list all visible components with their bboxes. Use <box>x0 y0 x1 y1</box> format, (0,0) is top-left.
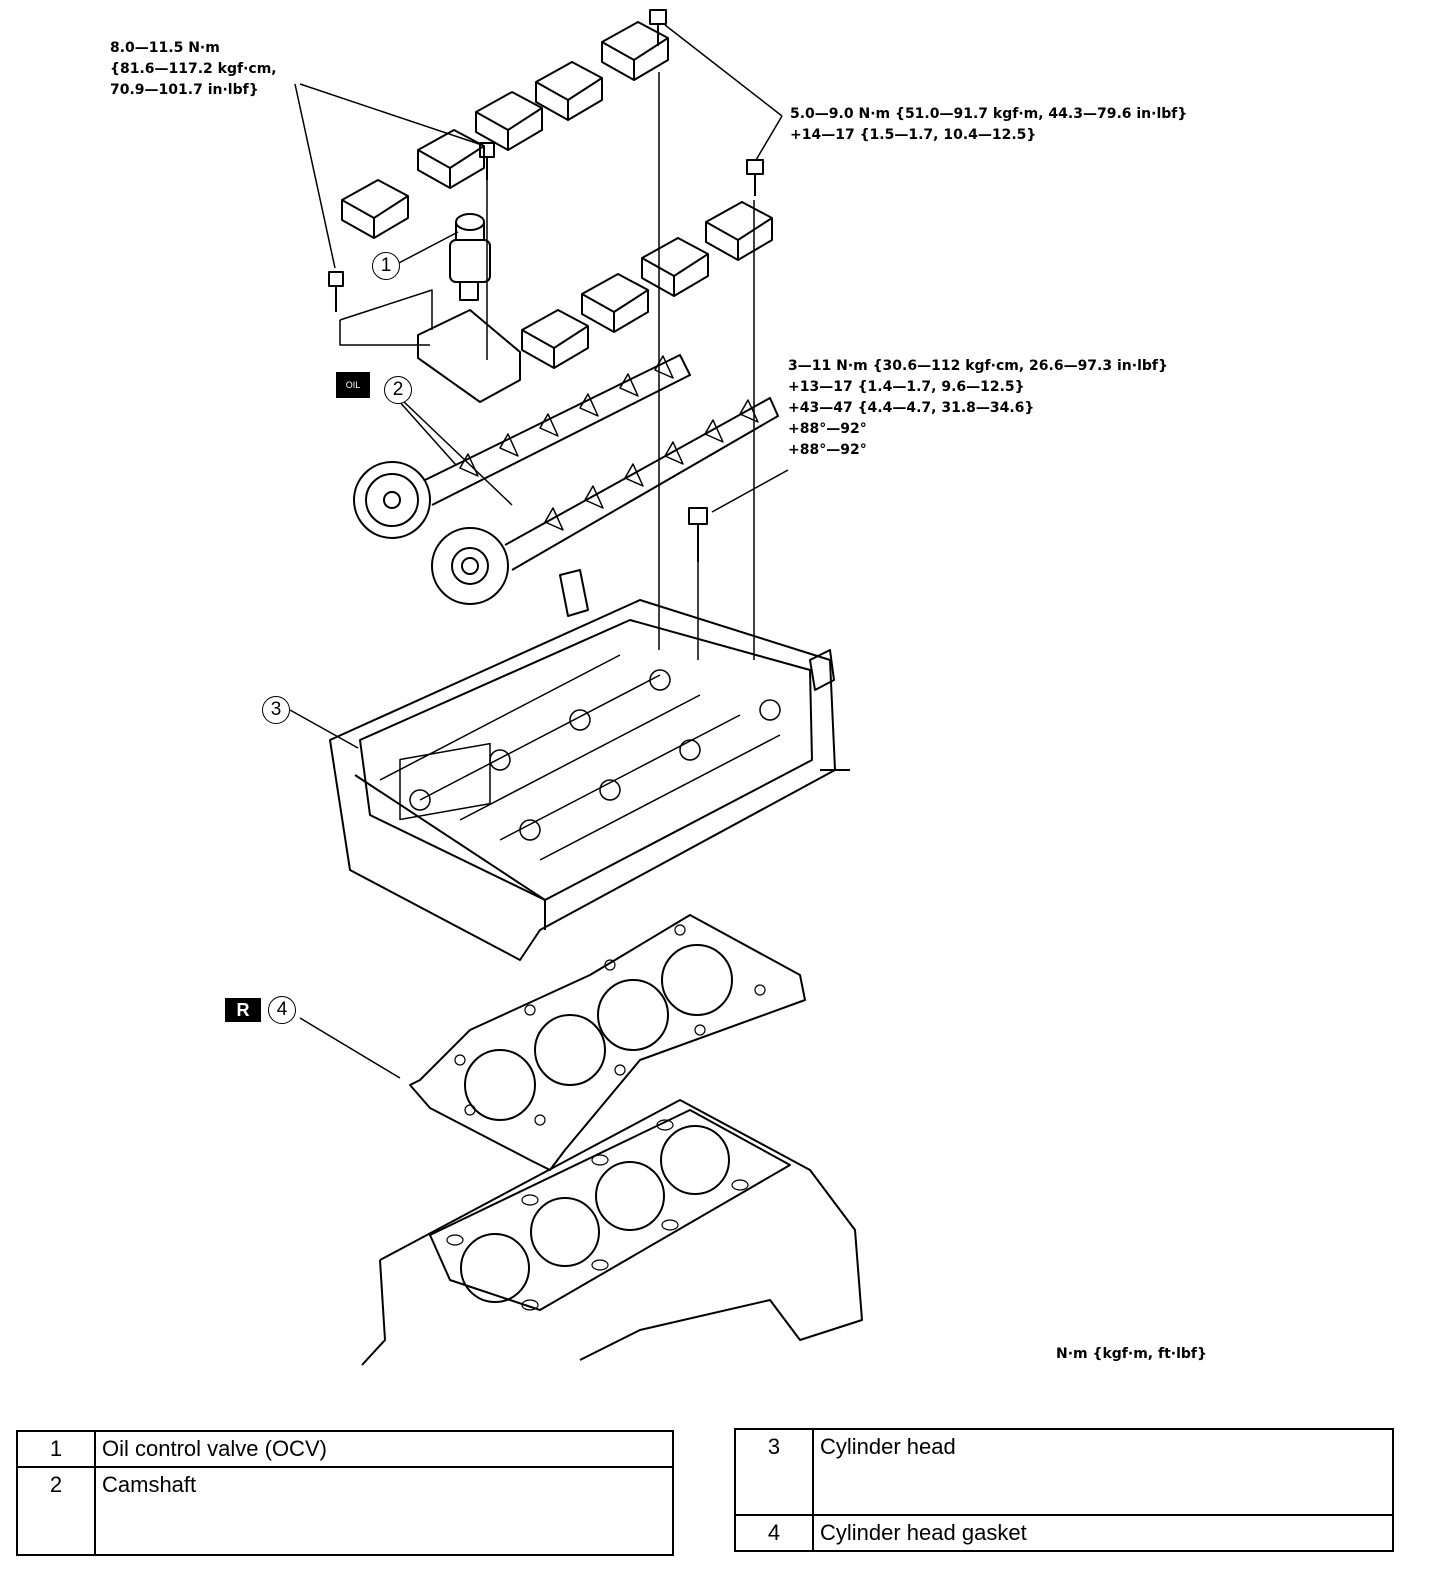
part-name: Camshaft <box>94 1466 674 1556</box>
torque-line: 8.0—11.5 N·m <box>110 40 220 56</box>
torque-line: 3—11 N·m {30.6—112 kgf·cm, 26.6—97.3 in·… <box>788 358 1168 374</box>
cylinder-block-drawing <box>361 1099 863 1366</box>
callout-1: 1 <box>372 252 400 280</box>
torque-spec-ocv-bolt: 8.0—11.5 N·m {81.6—117.2 kgf·cm, 70.9—10… <box>110 38 277 101</box>
cap-bolt-small <box>479 142 495 180</box>
cap-bolt-right <box>746 159 764 196</box>
part-number: 3 <box>734 1428 814 1516</box>
head-bolt <box>688 507 708 562</box>
parts-table-right: 3 Cylinder head 4 Cylinder head gasket <box>734 1428 1394 1552</box>
part-number: 4 <box>734 1514 814 1552</box>
cap-bolt-top <box>649 9 667 46</box>
table-row: 1 Oil control valve (OCV) <box>16 1430 674 1468</box>
torque-line: +14—17 {1.5—1.7, 10.4—12.5} <box>790 127 1037 143</box>
oil-label: OIL <box>345 380 361 390</box>
camshaft-caps <box>341 21 773 403</box>
part-number: 1 <box>16 1430 96 1468</box>
torque-line: +88°—92° <box>788 421 867 437</box>
camshaft-drawings <box>353 354 779 605</box>
cylinder-head-gasket-drawing <box>409 914 806 1171</box>
units-note: N·m {kgf·m, ft·lbf} <box>1056 1346 1207 1362</box>
callout-3: 3 <box>262 696 290 724</box>
oil-can-icon: OIL <box>336 372 370 398</box>
part-name: Cylinder head <box>812 1428 1394 1516</box>
torque-line: +88°—92° <box>788 442 867 458</box>
cylinder-head-drawing <box>329 569 850 961</box>
ocv-bolt <box>328 271 344 312</box>
torque-line: 70.9—101.7 in·lbf} <box>110 82 259 98</box>
torque-spec-cap-bolt: 5.0—9.0 N·m {51.0—91.7 kgf·m, 44.3—79.6 … <box>790 104 1187 146</box>
torque-line: 5.0—9.0 N·m {51.0—91.7 kgf·m, 44.3—79.6 … <box>790 106 1188 122</box>
callout-4: 4 <box>268 996 296 1024</box>
table-row: 2 Camshaft <box>16 1466 674 1556</box>
torque-line: +43—47 {4.4—4.7, 31.8—34.6} <box>788 400 1035 416</box>
part-number: 2 <box>16 1466 96 1556</box>
torque-line: {81.6—117.2 kgf·cm, <box>110 61 277 77</box>
part-name: Cylinder head gasket <box>812 1514 1394 1552</box>
callout-2: 2 <box>384 376 412 404</box>
bolts <box>328 9 764 562</box>
replace-badge: R <box>225 998 261 1022</box>
parts-table-left: 1 Oil control valve (OCV) 2 Camshaft <box>16 1430 674 1556</box>
part-name: Oil control valve (OCV) <box>94 1430 674 1468</box>
torque-spec-head-bolt: 3—11 N·m {30.6—112 kgf·cm, 26.6—97.3 in·… <box>788 356 1168 461</box>
torque-line: +13—17 {1.4—1.7, 9.6—12.5} <box>788 379 1025 395</box>
exploded-view-drawing <box>289 9 863 1366</box>
table-row: 4 Cylinder head gasket <box>734 1514 1394 1552</box>
table-row: 3 Cylinder head <box>734 1428 1394 1516</box>
oil-control-valve-drawing <box>449 213 491 301</box>
leader-lines <box>289 24 789 1079</box>
